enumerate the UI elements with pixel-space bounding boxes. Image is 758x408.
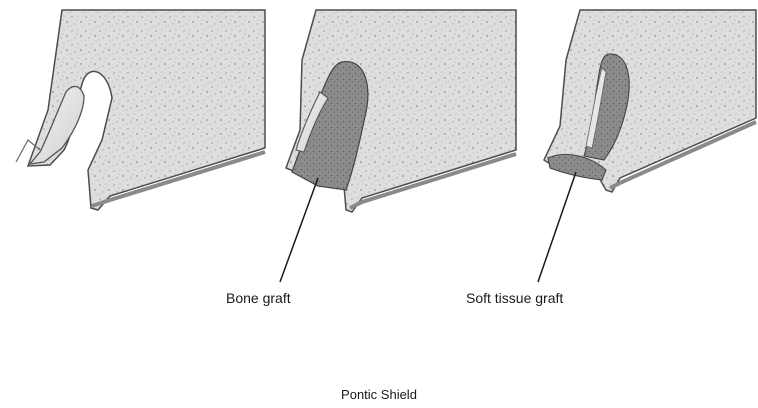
panel-extraction-socket — [16, 10, 265, 210]
soft-tissue-graft-label: Soft tissue graft — [466, 290, 563, 306]
panel-bone-graft — [286, 10, 516, 212]
bone-graft-label: Bone graft — [226, 290, 291, 306]
panel-soft-tissue-graft — [544, 10, 756, 192]
figure-caption: Pontic Shield — [0, 387, 758, 402]
bone-graft-leader-line — [280, 178, 318, 282]
soft-tissue-graft-leader-line — [538, 172, 576, 282]
